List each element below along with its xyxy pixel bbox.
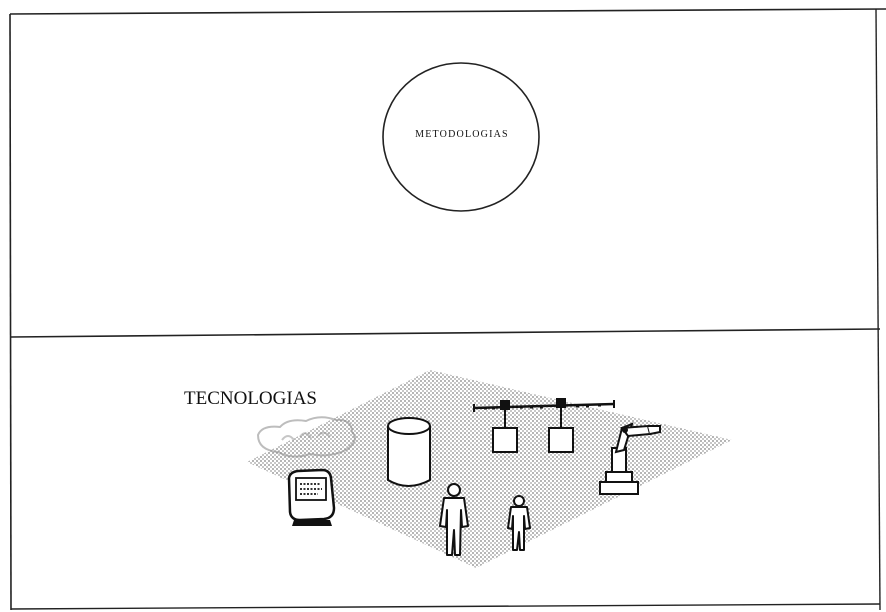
methodologies-label: METODOLOGIAS	[415, 129, 509, 140]
technologies-label: TECNOLOGIAS	[184, 388, 317, 409]
worker-figure-icon	[439, 483, 469, 556]
network-cloud-icon	[256, 416, 356, 458]
workstation-icon	[287, 468, 336, 526]
robot-arm-icon	[599, 422, 661, 495]
panel-divider	[10, 328, 881, 338]
database-cylinder-icon	[387, 417, 431, 487]
methodologies-circle	[382, 62, 540, 212]
conveyor-icon	[473, 398, 615, 453]
outer-frame	[9, 8, 886, 611]
factory-floor	[247, 370, 732, 568]
worker-figure-icon	[507, 495, 531, 551]
